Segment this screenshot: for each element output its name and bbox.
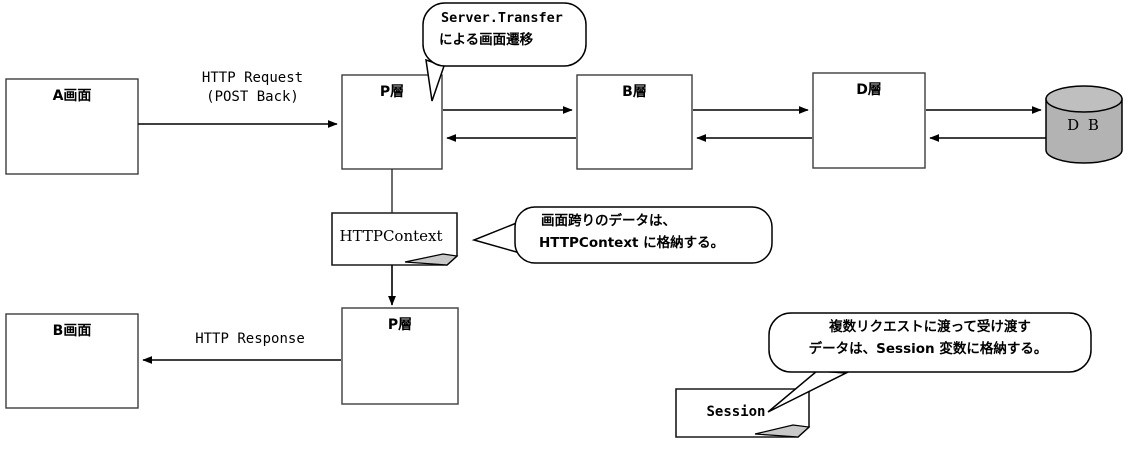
node-screen-b-label: B画面 (52, 323, 92, 339)
callout-session-note-line2: データは、Session 変数に格納する。 (808, 341, 1048, 357)
node-http-context[interactable] (331, 212, 459, 266)
callout-server-transfer[interactable] (422, 2, 587, 102)
node-session-label: Session (706, 404, 766, 420)
node-p-layer-top-label: P層 (379, 84, 405, 100)
node-screen-a[interactable] (5, 78, 139, 175)
node-screen-a-label: A画面 (52, 88, 92, 104)
node-d-layer[interactable] (812, 72, 926, 169)
callout-server-transfer-line1: Server.Transfer (441, 10, 563, 26)
edge-label-http-request-line2: (POST Back) (206, 89, 299, 105)
callout-http-context-note-line1: 画面跨りのデータは、 (541, 213, 676, 229)
callout-session-note[interactable] (767, 312, 1092, 413)
node-d-layer-label: D層 (856, 82, 882, 98)
callout-http-context-note-line2: HTTPContext に格納する。 (539, 235, 725, 251)
node-database-label: D B (1067, 116, 1101, 134)
node-p-layer-top[interactable] (341, 74, 443, 170)
node-database[interactable] (1045, 85, 1123, 164)
edge-label-http-response: HTTP Response (195, 331, 305, 347)
node-b-layer[interactable] (576, 74, 693, 170)
callout-server-transfer-line2: による画面遷移 (439, 32, 534, 48)
node-p-layer-bottom-label: P層 (387, 317, 413, 333)
node-p-layer-bottom[interactable] (341, 307, 459, 405)
node-b-layer-label: B層 (622, 84, 647, 100)
node-session[interactable] (675, 388, 811, 438)
node-screen-b[interactable] (5, 313, 139, 409)
node-http-context-label: HTTPContext (339, 227, 443, 245)
callout-session-note-line1: 複数リクエストに渡って受け渡す (829, 319, 1031, 335)
edge-label-http-request-line1: HTTP Request (201, 70, 304, 86)
callout-http-context-note[interactable] (471, 206, 773, 264)
